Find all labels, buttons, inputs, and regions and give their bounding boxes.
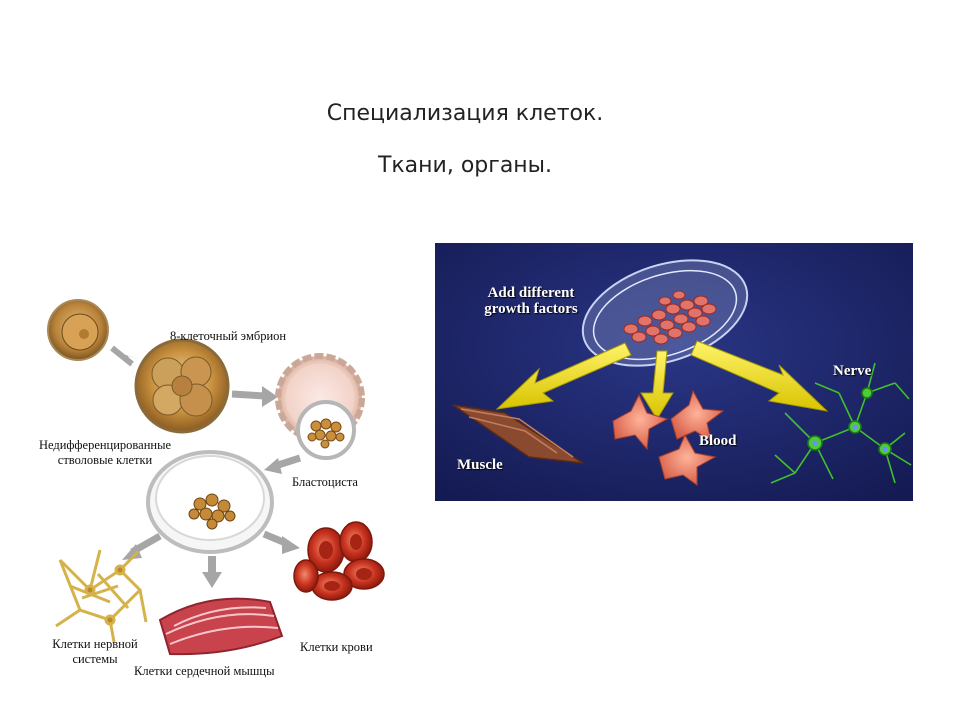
growth-line1: Add different (487, 285, 575, 301)
muscle-label: Muscle (457, 457, 503, 473)
heart-cells-label: Клетки сердечной мышцы (134, 664, 275, 678)
arrow-icon (202, 572, 222, 588)
stem-cell-diagram (47, 299, 385, 656)
nerve-label-line1: Клетки нервной (52, 637, 138, 651)
growth-factors-illustration (435, 243, 913, 501)
stem-cells-label: Недифференцированные стволовые клетки (30, 438, 180, 468)
arrow-icon (282, 536, 300, 554)
blood-cells (612, 389, 725, 486)
blastocyst-label: Бластоциста (292, 475, 358, 489)
heart-muscle-cells (158, 597, 284, 656)
embryo-label: 8-клеточный эмбрион (170, 329, 287, 343)
blastocyst (275, 353, 365, 460)
nerve-cells-label: Клетки нервной системы (40, 637, 150, 667)
stem-label-line1: Недифференцированные (38, 438, 172, 452)
petri-dish (146, 450, 274, 554)
growth-factors-label: Add different growth factors (471, 285, 591, 317)
growth-line2: growth factors (484, 301, 578, 317)
arrow-icon (262, 386, 278, 407)
culture-dish (581, 259, 749, 367)
nerve-label: Nerve (833, 363, 872, 379)
arrow-icon (264, 458, 282, 474)
slide-title: Специализация клеток. (326, 101, 604, 126)
eight-cell-embryo (134, 338, 230, 434)
nerve-cells-green (770, 362, 912, 484)
nerve-label-line2: системы (72, 652, 118, 666)
yellow-arrows (495, 340, 829, 420)
blood-label: Blood (699, 433, 737, 449)
blood-cells-label: Клетки крови (300, 640, 373, 654)
nerve-cells (55, 549, 148, 643)
growth-factors-panel: Add different growth factors Muscle Bloo… (435, 243, 913, 501)
stem-label-line2: стволовые клетки (57, 453, 153, 467)
arrow-icon (122, 544, 142, 560)
red-blood-cells (293, 521, 385, 601)
slide-subtitle: Ткани, органы. (377, 153, 553, 178)
zygote-cell (47, 299, 109, 361)
muscle-cells (452, 404, 584, 464)
